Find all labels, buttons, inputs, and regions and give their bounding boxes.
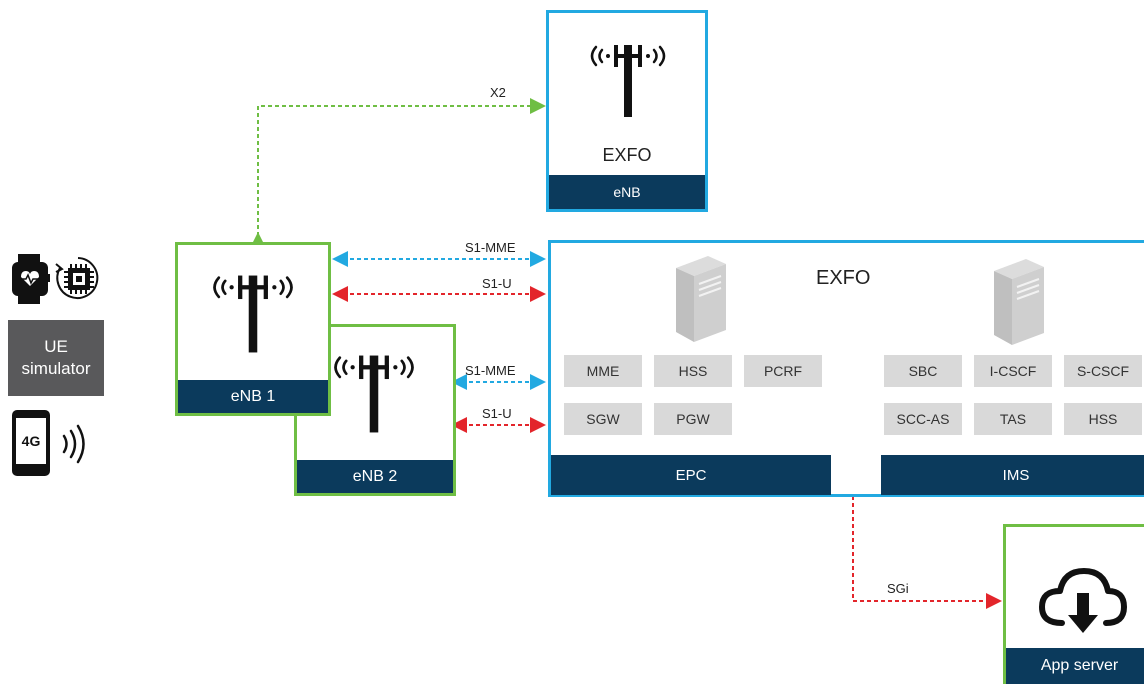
ue-label-line2: simulator xyxy=(21,359,91,378)
enb1-bar: eNB 1 xyxy=(178,380,328,413)
top-enb-title: EXFO xyxy=(602,145,652,165)
x2-label: X2 xyxy=(490,85,506,100)
cell-scc-as[interactable]: SCC-AS xyxy=(884,403,962,435)
s1mme-label-2: S1-MME xyxy=(465,363,516,378)
x2-link xyxy=(250,98,546,248)
core-title: EXFO xyxy=(816,267,871,289)
ue-label-line1: UE xyxy=(44,337,68,356)
smartwatch-chip-icon xyxy=(12,254,99,304)
cell-hss[interactable]: HSS xyxy=(654,355,732,387)
cell-pcrf[interactable]: PCRF xyxy=(744,355,822,387)
cloud-download-icon xyxy=(1039,568,1127,633)
core-network-box[interactable]: EXFO MME HSS PCRF SGW PGW SBC I-CSCF S-C… xyxy=(548,240,1144,497)
cell-s-cscf[interactable]: S-CSCF xyxy=(1064,355,1142,387)
cell-sgw[interactable]: SGW xyxy=(564,403,642,435)
s1u-label-2: S1-U xyxy=(482,406,512,421)
phone-icon: 4G xyxy=(12,410,50,476)
antenna-icon xyxy=(334,355,414,433)
cell-pgw[interactable]: PGW xyxy=(654,403,732,435)
cell-mme[interactable]: MME xyxy=(564,355,642,387)
enb2-bar: eNB 2 xyxy=(297,460,453,493)
sgi-label: SGi xyxy=(887,581,909,596)
enb1-box[interactable]: eNB 1 xyxy=(175,242,331,416)
top-enb-bar: eNB xyxy=(549,175,705,209)
cell-sbc[interactable]: SBC xyxy=(884,355,962,387)
top-enb-box[interactable]: EXFO eNB xyxy=(546,10,708,212)
wireless-signal-icon xyxy=(62,424,85,464)
server-icon xyxy=(994,259,1044,345)
phone-badge: 4G xyxy=(16,418,46,464)
cell-hss-ims[interactable]: HSS xyxy=(1064,403,1142,435)
epc-bar: EPC xyxy=(551,455,831,495)
server-icon xyxy=(676,256,726,342)
app-server-box[interactable]: App server xyxy=(1003,524,1144,684)
antenna-icon xyxy=(213,275,293,353)
s1mme-label-1: S1-MME xyxy=(465,240,516,255)
antenna-icon xyxy=(590,45,666,117)
ue-simulator-box[interactable]: UE simulator xyxy=(8,320,104,396)
s1u-label-1: S1-U xyxy=(482,276,512,291)
app-server-bar: App server xyxy=(1006,648,1144,684)
ims-bar: IMS xyxy=(881,455,1144,495)
cell-tas[interactable]: TAS xyxy=(974,403,1052,435)
cell-i-cscf[interactable]: I-CSCF xyxy=(974,355,1052,387)
